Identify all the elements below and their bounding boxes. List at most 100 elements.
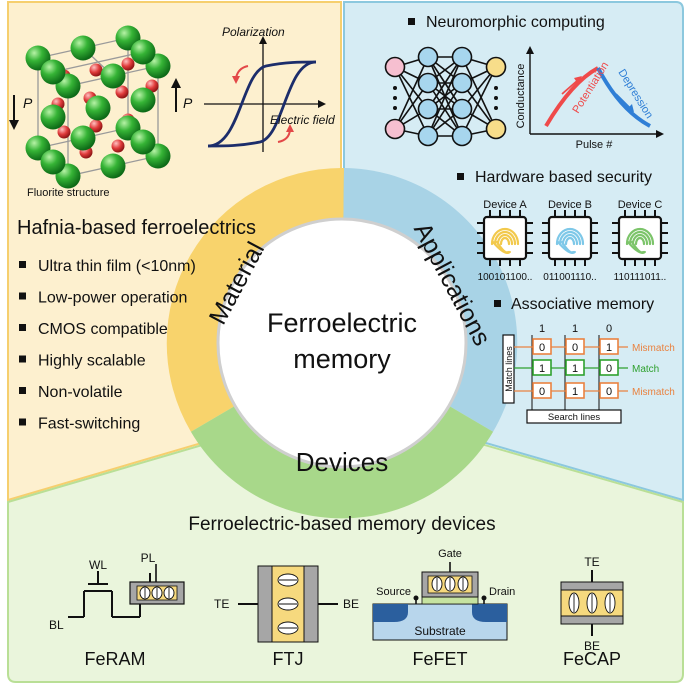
bullet-square	[19, 292, 26, 300]
nn-neuron	[451, 46, 473, 68]
feram-device: WL PL BL FeRAM	[49, 551, 185, 669]
hysteresis-lower-branch	[207, 60, 317, 148]
fefet-device: Gate Source Drain Substrate FeFET	[372, 548, 515, 669]
lower-switch-arrowhead	[286, 124, 294, 132]
feram-name: FeRAM	[84, 649, 145, 669]
ftj-right-electrode	[303, 565, 319, 643]
hafnium-sphere	[130, 129, 156, 155]
polarization-arrow-right: P	[171, 78, 193, 112]
fingerprint-ridge	[499, 236, 511, 246]
bullet-square	[457, 173, 464, 180]
nn-ellipsis-dot	[494, 96, 498, 100]
search-lines-frame	[526, 409, 622, 424]
upper-switch-arrowhead	[232, 76, 240, 84]
devices-section-bg	[7, 402, 684, 683]
cam-cell	[565, 338, 585, 355]
nn-neuron	[451, 98, 473, 120]
fecap-top-electrode	[560, 581, 624, 591]
match-result-label: Match	[632, 364, 659, 375]
fingerprint-ridge	[628, 230, 652, 246]
match-lines-frame	[502, 334, 515, 404]
feram-bl-label: BL	[49, 618, 64, 632]
ftj-te-label: TE	[214, 597, 229, 611]
fingerprint-ridge	[493, 230, 517, 246]
cam-cell-value: 1	[539, 363, 545, 375]
hafnium-sphere	[130, 39, 156, 65]
security-title: Hardware based security	[475, 169, 652, 186]
nn-connection	[427, 56, 463, 137]
p-label-right: P	[183, 95, 193, 111]
ftj-name: FTJ	[273, 649, 304, 669]
electric-field-label: Electric field	[270, 113, 335, 127]
device-code-label: 100101100..	[478, 272, 533, 283]
device-code-label: 110111011..	[614, 272, 667, 283]
oxygen-atom	[121, 57, 135, 71]
fefet-gate-label: Gate	[438, 548, 462, 560]
potentiation-curve	[544, 66, 599, 128]
fecap-device: TE BE FeCAP	[560, 555, 624, 669]
material-property-list: Ultra thin film (<10nm)Low-power operati…	[19, 258, 196, 433]
oxygen-atom	[111, 139, 125, 153]
material-property-item: Ultra thin film (<10nm)	[38, 258, 196, 275]
feram-wl-label: WL	[89, 558, 107, 572]
device-name-label: Device B	[548, 199, 592, 211]
cam-cell	[599, 382, 619, 399]
material-property-item: CMOS compatible	[38, 321, 168, 338]
fingerprint-ridge	[564, 236, 576, 246]
fefet-drain-well	[472, 604, 507, 622]
associative-title: Associative memory	[511, 296, 654, 313]
cam-cell	[532, 382, 552, 399]
nn-neuron	[451, 125, 473, 147]
material-title: Hafnia-based ferroelectrics	[17, 217, 256, 239]
depression-curve	[596, 67, 651, 128]
bullet-square	[19, 387, 26, 394]
nn-ellipsis-dot	[393, 106, 397, 110]
fefet-name: FeFET	[412, 649, 467, 669]
material-property-item: Non-volatile	[38, 384, 123, 401]
fecap-te-label: TE	[584, 555, 599, 569]
center-ring: Ferroelectric memory Material Applicatio…	[166, 167, 518, 519]
device-name-label: Device A	[483, 199, 527, 211]
fingerprint-ridge	[561, 233, 579, 246]
device-code-label: 011001110..	[543, 272, 596, 283]
search-bit-label: 1	[572, 323, 578, 335]
nn-ellipsis-dot	[393, 86, 397, 90]
bullet-square	[19, 355, 26, 363]
nn-connection	[427, 56, 463, 110]
oxygen-atom	[57, 125, 71, 139]
cam-cell-value: 1	[572, 386, 578, 398]
hafnium-sphere	[85, 95, 111, 121]
fingerprint-ridge	[496, 233, 514, 246]
pulse-axis-label: Pulse #	[576, 139, 614, 151]
nn-neuron	[384, 118, 406, 140]
cam-cell	[565, 382, 585, 399]
oxygen-atom	[89, 63, 103, 77]
nn-connection	[427, 82, 463, 137]
neural-network-icon	[384, 46, 507, 147]
fingerprint-ridge	[634, 236, 646, 246]
ftj-be-label: BE	[343, 597, 359, 611]
nn-neuron	[485, 56, 507, 78]
bullet-square	[19, 324, 26, 331]
fingerprint-ridge	[630, 240, 645, 254]
conductance-axis-label: Conductance	[515, 64, 527, 129]
devices-title: Ferroelectric-based memory devices	[188, 514, 495, 535]
cam-cell-value: 1	[606, 342, 612, 354]
oxygen-atom	[115, 85, 129, 99]
nn-connection	[461, 66, 497, 137]
cam-cell-value: 0	[572, 342, 578, 354]
fingerprint-ridge	[495, 240, 510, 254]
fingerprint-ridge	[490, 227, 520, 246]
fingerprint-ridge	[558, 230, 582, 246]
nn-neuron	[451, 72, 473, 94]
fingerprint-ridge	[560, 240, 575, 254]
fecap-be-label: BE	[584, 639, 600, 653]
nn-connection	[461, 56, 497, 130]
cam-cell-value: 1	[572, 363, 578, 375]
cam-cell	[565, 359, 585, 376]
fecap-bottom-electrode	[560, 615, 624, 625]
hafnium-sphere	[40, 149, 66, 175]
